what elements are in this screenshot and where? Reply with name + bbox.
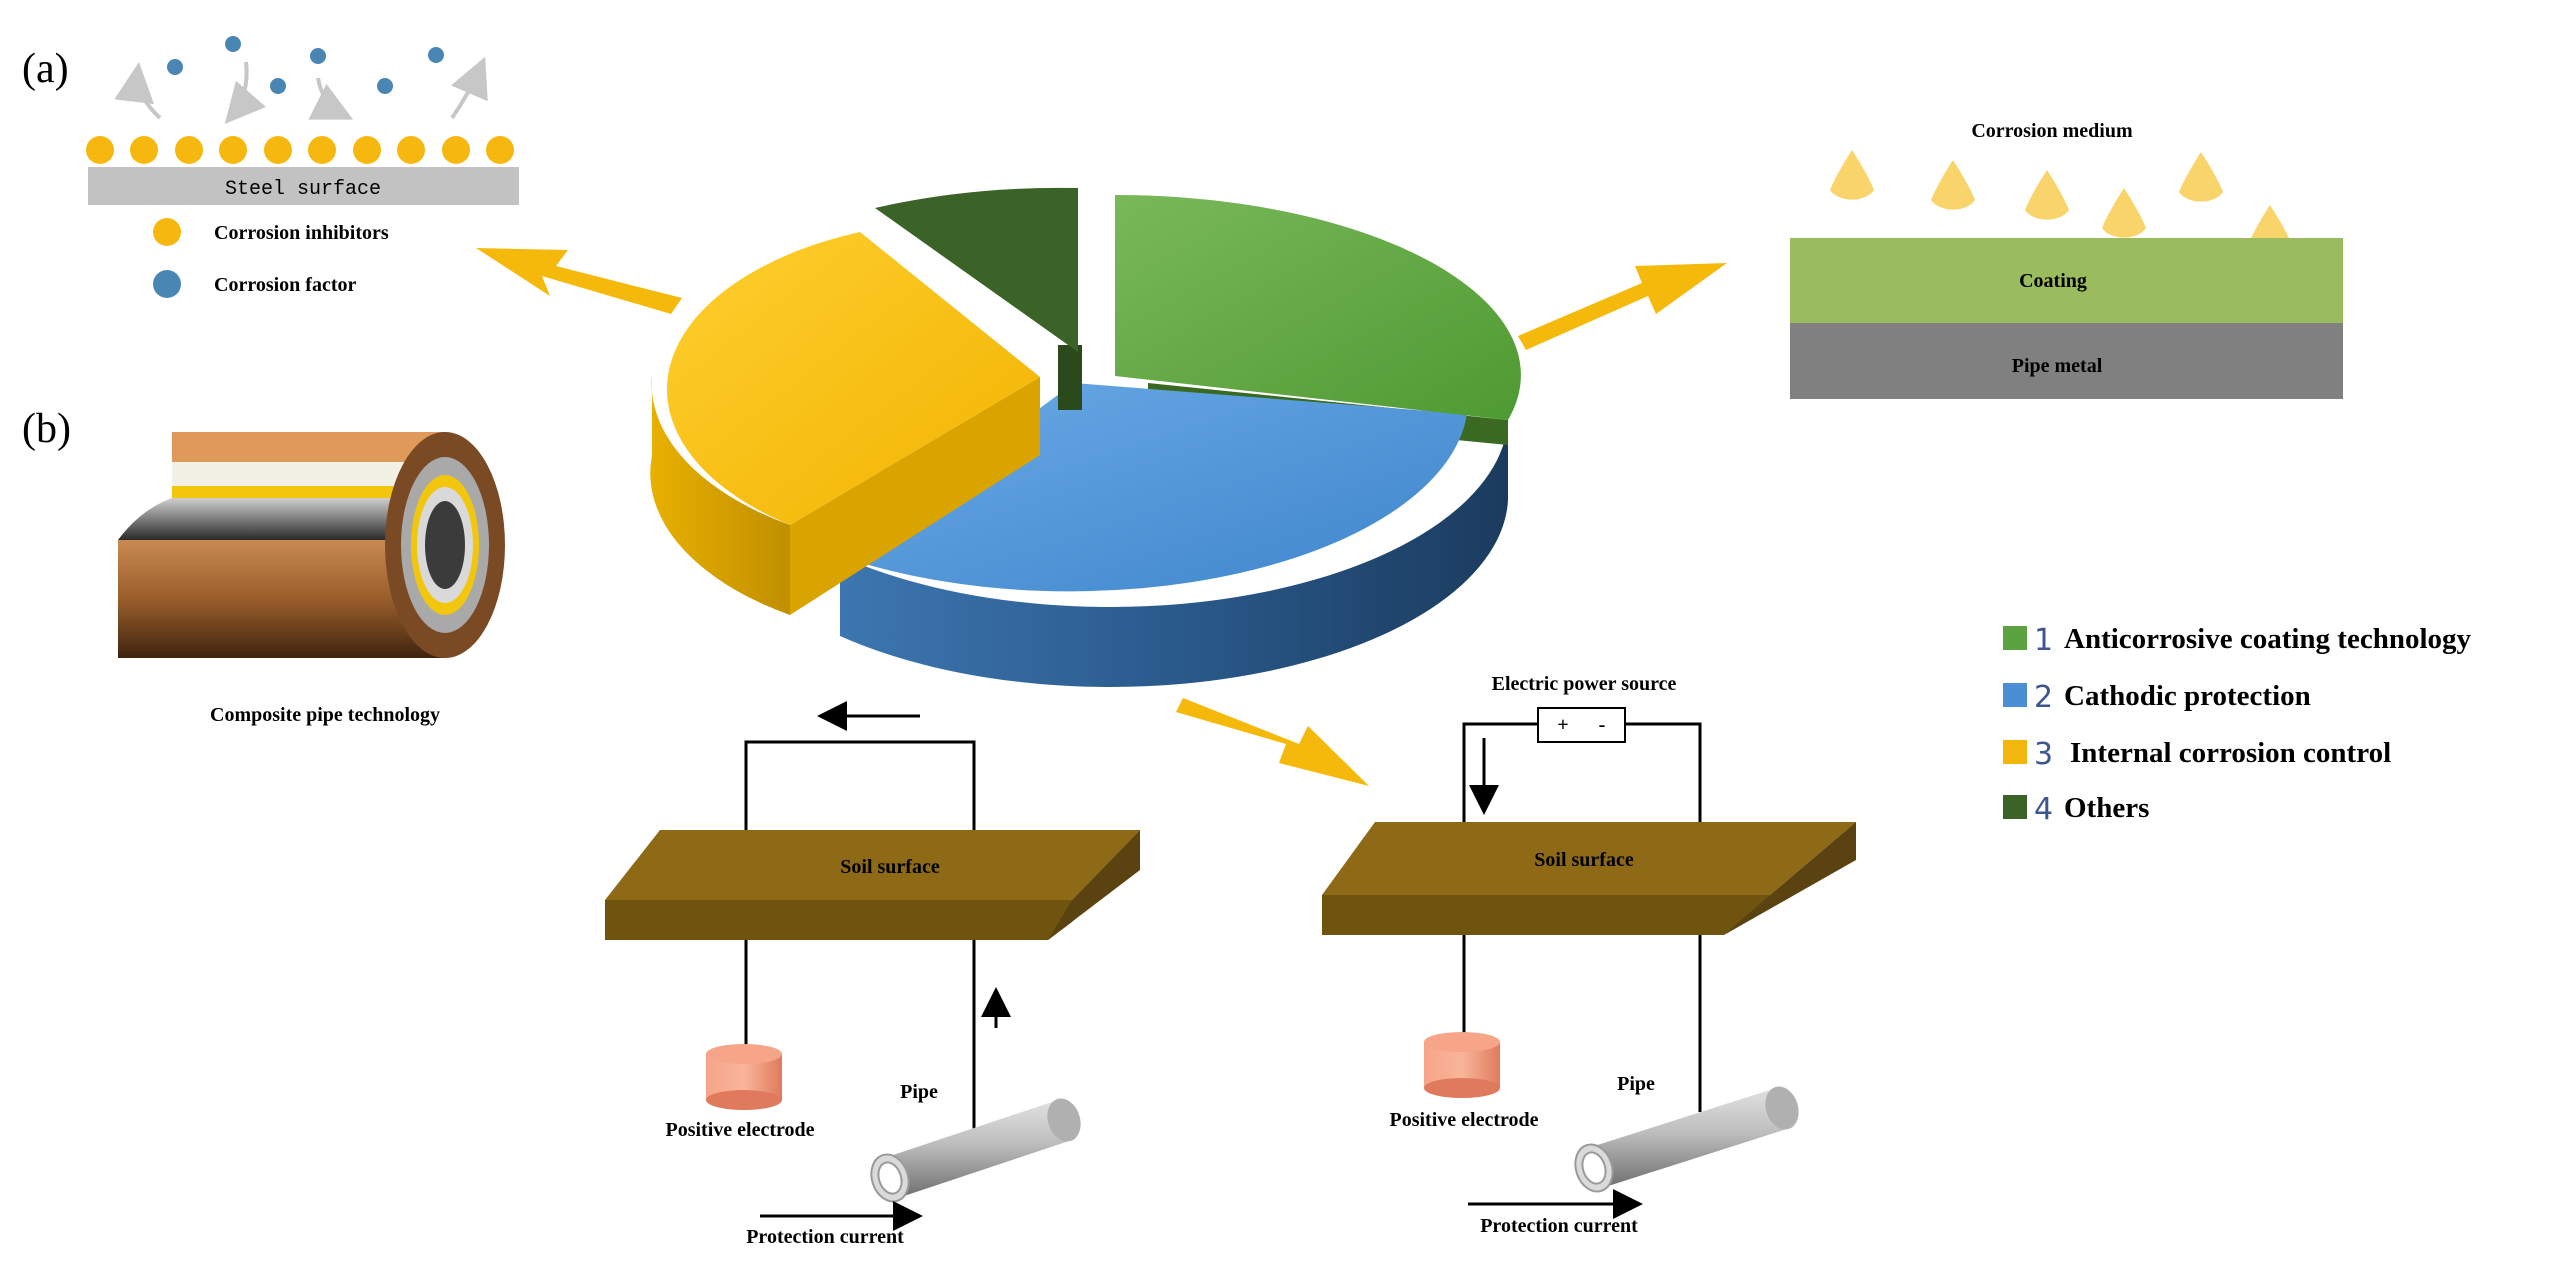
method-pie-chart [650,187,1521,687]
pie-slice-1 [1115,195,1521,420]
pipe-metal-layer [1790,323,2343,399]
legend-swatch-1 [2003,626,2027,650]
composite-pipe [118,432,505,658]
inhibitor-row [86,136,514,164]
legend-item-2: 2 Cathodic protection [2003,680,2311,715]
pie-slice-4-side [1058,345,1082,410]
panel-label-a: (a) [22,46,69,92]
legend-swatch-2 [2003,683,2027,707]
steel-surface [88,167,519,205]
soil-surface-label-2: Soil surface [1534,849,1634,871]
pie-slice-2 [840,383,1467,592]
arrow-to-coating [1518,263,1727,350]
inhibitor-legend-label: Corrosion inhibitors [214,222,389,244]
current-label-1: Protection current [746,1226,904,1248]
legend-item-4: 4 Others [2003,792,2149,827]
composite-pipe-caption: Composite pipe technology [210,704,440,726]
pipe-label-1: Pipe [900,1081,938,1103]
current-label-2: Protection current [1480,1215,1638,1237]
inhibitor-legend-dot [153,218,181,246]
sacrificial-anode-panel: Soil surface Positive electrode Pipe Pro… [605,701,1140,1248]
legend-label-4: Others [2064,792,2149,824]
electrode-label-1: Positive electrode [665,1119,814,1141]
legend-label-3: Internal corrosion control [2070,737,2391,769]
legend-label-1: Anticorrosive coating technology [2064,623,2472,655]
arrow-to-inhibitor [476,248,682,314]
inhibitor-panel: Steel surface Corrosion inhibitors Corro… [86,36,519,298]
legend-num-4: 4 [2034,792,2053,827]
legend-num-1: 1 [2034,623,2053,658]
coating-panel: Corrosion medium Coating Pipe metal [1790,120,2343,399]
pie-slice-2-side [840,420,1508,687]
panel-label-b: (b) [22,406,71,452]
legend-swatch-4 [2003,795,2027,819]
impressed-current-panel: Electric power source + - Soil surface P… [1322,673,1856,1237]
corrosion-medium-label: Corrosion medium [1971,120,2133,142]
soil-surface-label-1: Soil surface [840,856,940,878]
legend-item-3: 3 Internal corrosion control [2003,737,2391,772]
pipe-label-2: Pipe [1617,1073,1655,1095]
pie-slice-3-side [650,375,790,615]
legend-num-2: 2 [2034,680,2053,715]
pie-slice-4 [875,187,1078,352]
coating-layer [1790,238,2343,323]
coating-label: Coating [2019,270,2087,292]
power-source-box [1537,707,1626,743]
steel-surface-label: Steel surface [225,178,381,201]
electrode-label-2: Positive electrode [1389,1109,1538,1131]
factor-legend-label: Corrosion factor [214,274,356,296]
power-plus: + [1557,714,1568,736]
pipe-1 [870,1098,1081,1203]
positive-electrode-2 [1424,1032,1500,1098]
legend-num-3: 3 [2034,737,2053,772]
legend-swatch-3 [2003,740,2027,764]
pipe-2 [1574,1086,1799,1193]
legend: 1 Anticorrosive coating technology 2 Cat… [2003,623,2472,827]
power-minus: - [1599,714,1606,736]
positive-electrode-1 [706,1044,782,1110]
corrosion-factor-dots [167,36,444,94]
movement-arrows [114,56,488,125]
legend-label-2: Cathodic protection [2064,680,2311,712]
legend-item-1: 1 Anticorrosive coating technology [2003,623,2472,658]
pipe-metal-label: Pipe metal [2012,355,2103,377]
pie-slice-3 [667,232,1040,525]
factor-legend-dot [153,270,181,298]
pointer-arrows [476,248,1727,786]
arrow-to-cathodic [1176,698,1369,786]
power-source-label: Electric power source [1492,673,1677,695]
